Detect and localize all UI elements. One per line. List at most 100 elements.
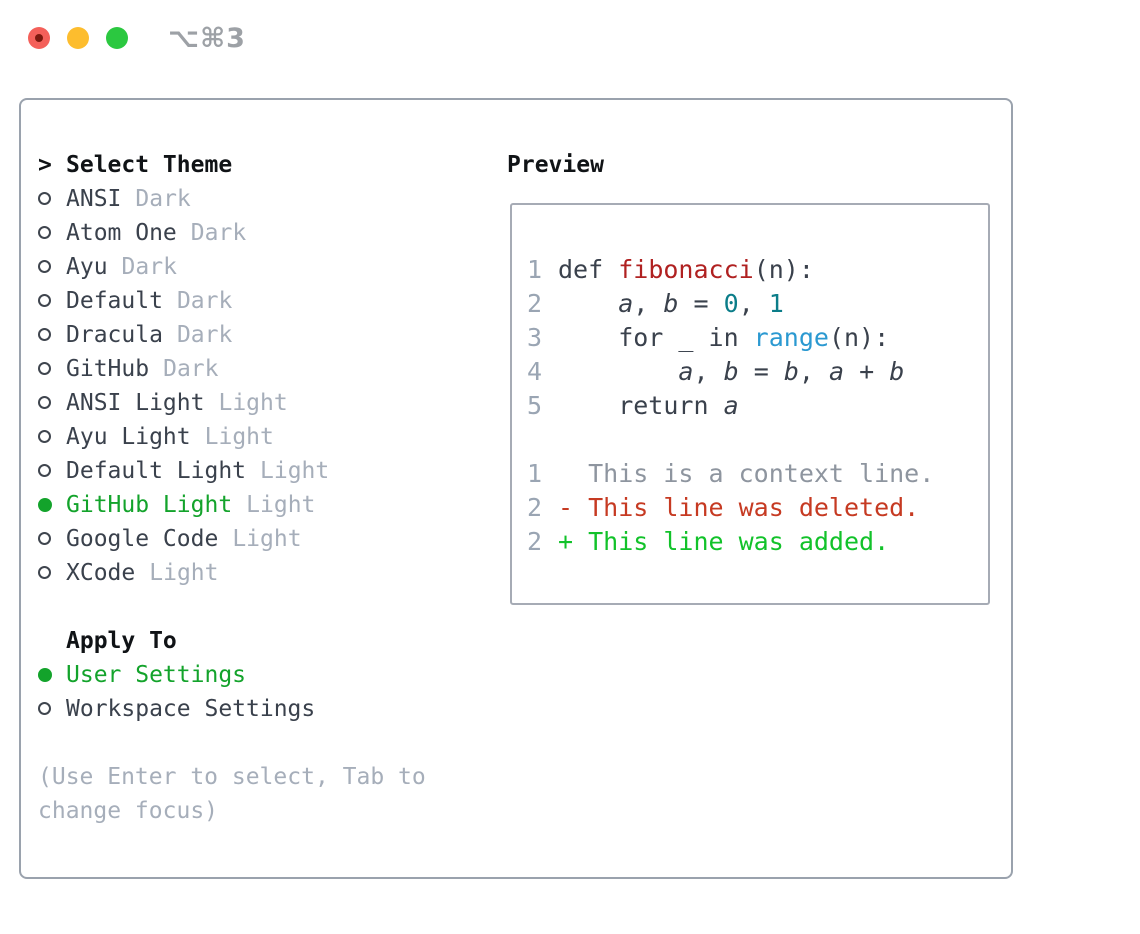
- radio-icon: [38, 702, 51, 715]
- code-token-code: ,: [693, 357, 724, 386]
- zoom-button[interactable]: [106, 27, 128, 49]
- apply-to-header: Apply To: [38, 624, 426, 658]
- code-line: 5 return a: [527, 389, 934, 423]
- code-token-code: for _ in: [558, 323, 754, 352]
- code-content: a, b = 0, 1: [558, 289, 784, 318]
- theme-name: Dracula: [66, 322, 163, 348]
- code-token-code: =: [738, 357, 784, 386]
- code-line: 2 a, b = 0, 1: [527, 287, 934, 321]
- line-number: 1: [527, 255, 543, 284]
- radio-icon: [38, 192, 51, 205]
- code-token-variable: a: [828, 357, 845, 386]
- theme-option[interactable]: Default Dark: [38, 284, 426, 318]
- line-number: 2: [527, 527, 543, 556]
- code-token-code: (n):: [753, 255, 814, 284]
- radio-selected-icon: [38, 497, 52, 512]
- radio-selected-icon: [38, 667, 52, 682]
- theme-tag: Light: [149, 560, 219, 586]
- theme-tag: Light: [204, 424, 274, 450]
- apply-option[interactable]: Workspace Settings: [38, 692, 426, 726]
- window-title: ⌥⌘3: [168, 23, 246, 54]
- theme-tag: Light: [218, 390, 288, 416]
- code-token-code: def: [558, 255, 619, 284]
- code-token-code: =: [678, 289, 724, 318]
- radio-marker: [38, 420, 66, 454]
- code-token-variable: b: [723, 357, 739, 386]
- theme-name: Ayu: [66, 254, 108, 280]
- radio-marker: [38, 318, 66, 352]
- theme-tag: Dark: [176, 322, 233, 348]
- code-line: 3 for _ in range(n):: [527, 321, 934, 355]
- apply-to-header-label: Apply To: [66, 628, 177, 654]
- help-line: (Use Enter to select, Tab to: [38, 764, 426, 790]
- code-token-builtin: range: [753, 323, 829, 352]
- diff-text: - This line was deleted.: [558, 493, 920, 522]
- radio-icon: [38, 260, 51, 273]
- theme-tag: Dark: [135, 186, 191, 212]
- radio-marker: [38, 182, 66, 216]
- help-text: (Use Enter to select, Tab to change focus…: [38, 760, 426, 828]
- radio-selected-marker: [38, 488, 66, 522]
- code-token-code: +: [844, 357, 890, 386]
- radio-icon: [38, 464, 51, 477]
- radio-marker: [38, 386, 66, 420]
- theme-tag: Dark: [190, 220, 247, 246]
- minimize-button[interactable]: [67, 27, 89, 49]
- apply-option[interactable]: User Settings: [38, 658, 426, 692]
- theme-tag: Dark: [176, 288, 233, 314]
- radio-icon: [38, 362, 51, 375]
- code-token-variable: a: [618, 289, 634, 318]
- theme-option[interactable]: Default Light Light: [38, 454, 426, 488]
- radio-marker: [38, 692, 66, 726]
- spacer: [527, 423, 934, 457]
- code-token-number: 0: [723, 289, 739, 318]
- code-token-code: ,: [738, 289, 769, 318]
- code-token-function: fibonacci: [618, 255, 754, 284]
- theme-option[interactable]: Dracula Dark: [38, 318, 426, 352]
- line-number: 1: [527, 459, 543, 488]
- code-content: for _ in range(n):: [558, 323, 889, 352]
- theme-tag: Light: [260, 458, 330, 484]
- code-token-code: (n):: [828, 323, 890, 352]
- preview-header-label: Preview: [507, 152, 604, 178]
- theme-name: Default: [66, 288, 163, 314]
- radio-icon: [38, 294, 51, 307]
- theme-name: Default Light: [66, 458, 247, 484]
- help-line: change focus): [38, 798, 219, 824]
- code-content: a, b = b, a + b: [558, 357, 904, 386]
- close-button[interactable]: [28, 27, 50, 49]
- radio-icon: [38, 430, 51, 443]
- code-token-variable: a: [723, 391, 739, 420]
- radio-marker: [38, 216, 66, 250]
- close-dot-icon: [35, 34, 43, 42]
- radio-marker: [38, 284, 66, 318]
- code-token-variable: b: [783, 357, 799, 386]
- code-line: 4 a, b = b, a + b: [527, 355, 934, 389]
- diff-line-added: 2+ This line was added.: [527, 525, 934, 559]
- code-token-variable: a: [678, 357, 694, 386]
- spacer: [38, 590, 426, 624]
- prompt-icon: >: [38, 152, 52, 178]
- radio-marker: [38, 454, 66, 488]
- spacer: [38, 726, 426, 760]
- radio-marker: [38, 556, 66, 590]
- code-token-number: 1: [768, 289, 784, 318]
- diff-line-context: 1 This is a context line.: [527, 457, 934, 491]
- theme-name: GitHub: [66, 356, 150, 382]
- line-number: 3: [527, 323, 543, 352]
- theme-tag: Light: [246, 492, 316, 518]
- code-line: 1 def fibonacci(n):: [527, 253, 934, 287]
